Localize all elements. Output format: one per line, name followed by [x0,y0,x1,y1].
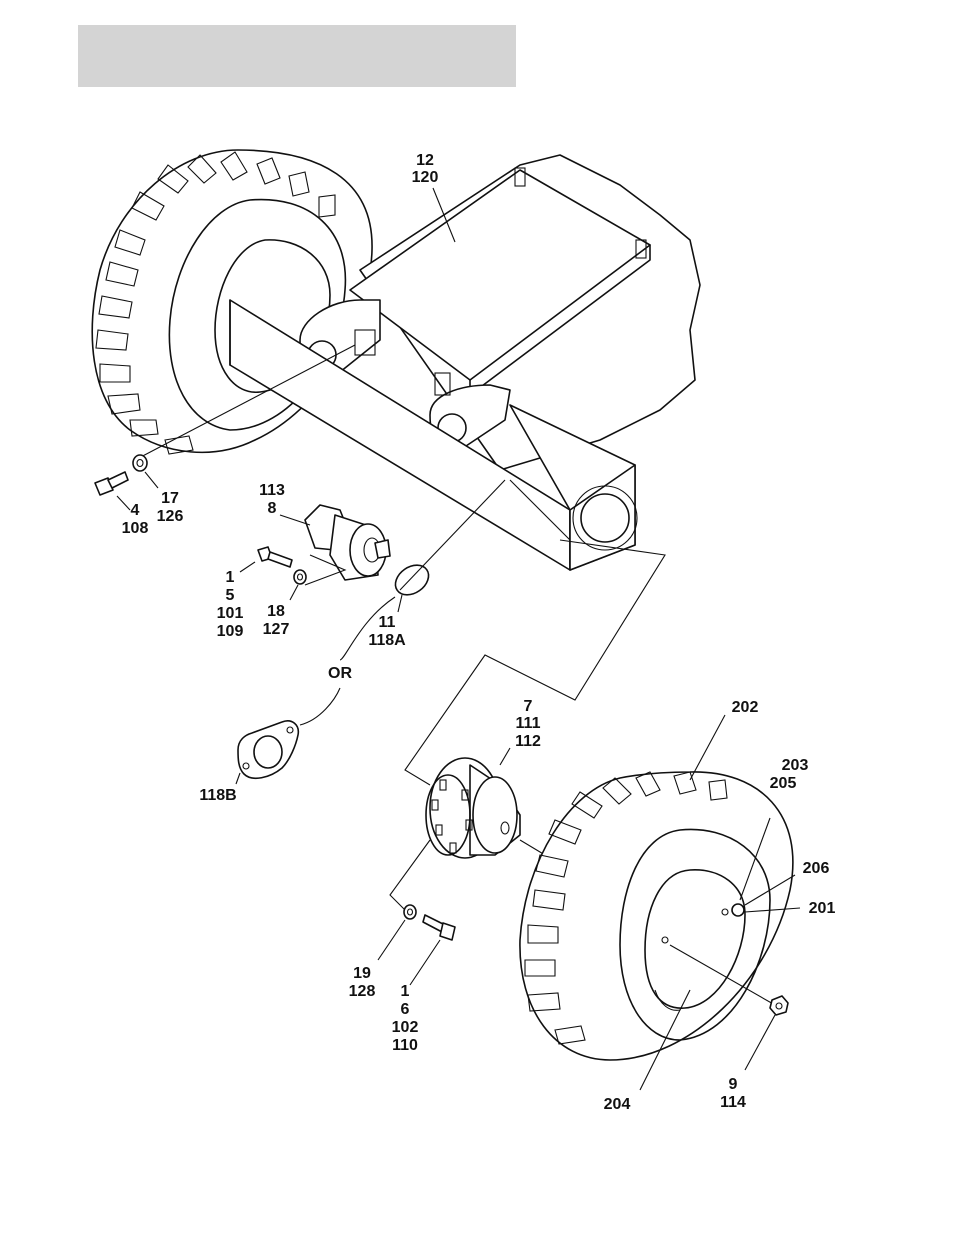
svg-text:202: 202 [732,699,759,716]
svg-text:118B: 118B [199,787,236,804]
svg-text:111: 111 [516,715,541,732]
svg-text:1: 1 [401,983,410,1000]
callout-201: 201 [809,900,836,917]
svg-text:204: 204 [604,1096,631,1113]
svg-text:9: 9 [729,1076,738,1093]
svg-text:6: 6 [401,1001,410,1018]
gasket-icon [238,721,298,778]
svg-text:203: 203 [782,757,809,774]
callout-203-205: 203 205 [770,757,809,792]
bolt-6-icon [423,915,455,940]
wheel-hub-icon [426,758,520,858]
svg-text:8: 8 [268,500,277,517]
svg-text:101: 101 [217,605,244,622]
svg-text:126: 126 [157,508,184,525]
svg-text:205: 205 [770,775,797,792]
callout-7-111-112: 7 111 112 [515,698,541,750]
callout-118b: 118B [199,787,236,804]
callout-18-127: 18 127 [263,603,290,638]
bolt-4-icon [95,472,128,495]
svg-text:11: 11 [379,614,396,631]
svg-text:120: 120 [412,169,439,186]
svg-text:113: 113 [259,482,285,499]
svg-text:112: 112 [515,733,541,750]
callout-11-118a: 11 118A [368,614,406,649]
right-tire-icon [520,772,793,1060]
svg-text:114: 114 [720,1094,746,1111]
svg-text:201: 201 [809,900,836,917]
callout-9-114: 9 114 [720,1076,746,1111]
callout-206: 206 [803,860,830,877]
svg-text:109: 109 [217,623,244,640]
svg-text:108: 108 [122,520,149,537]
hydraulic-motor-icon [305,505,390,580]
svg-text:128: 128 [349,983,376,1000]
svg-text:102: 102 [392,1019,419,1036]
svg-text:12: 12 [416,152,434,169]
callout-204: 204 [604,1096,631,1113]
svg-text:127: 127 [263,621,290,638]
callout-113-8: 113 8 [259,482,285,517]
washer-19-icon [404,905,416,919]
svg-text:7: 7 [524,698,533,715]
callout-19-128: 19 128 [349,965,376,1000]
callout-or: OR [328,665,352,682]
callout-17-126: 17 126 [157,490,184,525]
lug-nut-icon [770,996,788,1015]
svg-text:5: 5 [226,587,235,604]
callout-202: 202 [732,699,759,716]
svg-text:1: 1 [226,569,235,586]
svg-text:4: 4 [131,502,140,519]
svg-text:OR: OR [328,665,352,682]
svg-text:206: 206 [803,860,830,877]
svg-text:17: 17 [161,490,179,507]
callout-12-120: 12 120 [412,152,439,186]
bolt-5-icon [258,547,292,567]
svg-text:118A: 118A [368,632,406,649]
washer-17-icon [133,455,147,471]
svg-text:19: 19 [353,965,371,982]
svg-text:18: 18 [267,603,285,620]
o-ring-icon [390,559,434,601]
svg-text:110: 110 [392,1037,418,1054]
callout-1-6-102-110: 1 6 102 110 [392,983,419,1054]
washer-18-icon [294,570,306,584]
callout-1-5-101-109: 1 5 101 109 [217,569,244,640]
callout-4-108: 4 108 [122,502,149,537]
